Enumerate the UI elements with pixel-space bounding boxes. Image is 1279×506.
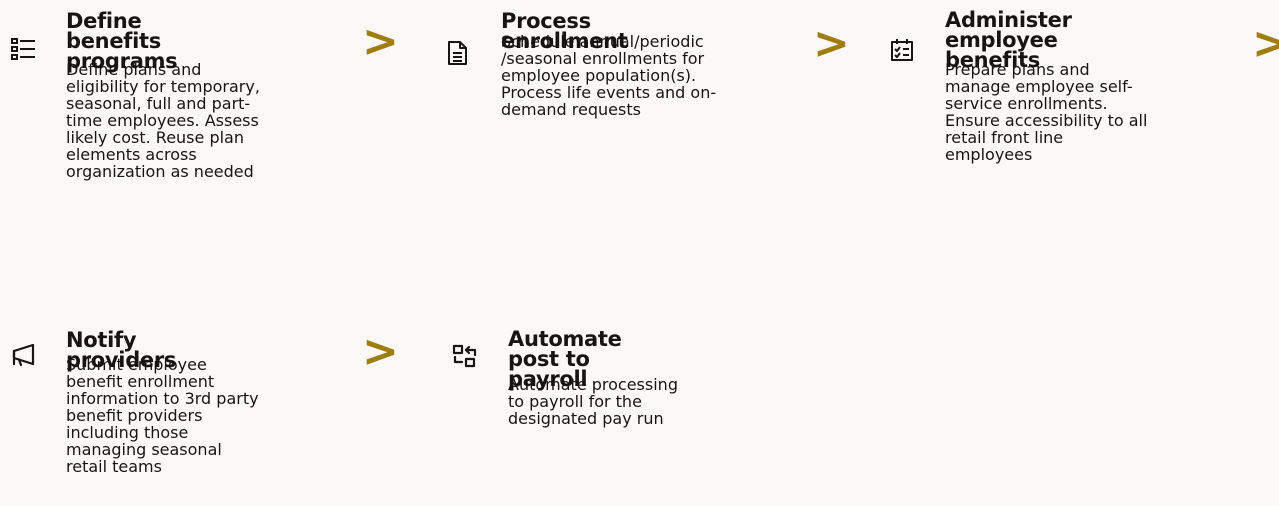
checklist-calendar-icon	[889, 37, 915, 63]
step-title: Administer employee benefits	[945, 8, 1072, 72]
step-description: Automate processing to payroll for the d…	[508, 375, 678, 428]
step-title: Process enrollment	[501, 9, 628, 53]
document-icon	[444, 40, 470, 66]
chevron-right-icon: >	[362, 16, 399, 67]
chevron-right-icon: >	[362, 326, 399, 377]
step-description: Prepare plans and manage employee self- …	[945, 60, 1148, 164]
transfer-icon	[452, 343, 478, 369]
step-title: Automate post to payroll	[508, 327, 622, 391]
chevron-right-icon: >	[1252, 18, 1279, 69]
step-description: Schedule annual/periodic /seasonal enrol…	[501, 32, 717, 119]
step-title: Notify providers	[66, 328, 177, 372]
step-title: Define benefits programs	[66, 9, 178, 73]
list-icon	[10, 36, 36, 62]
chevron-right-icon: >	[813, 18, 850, 69]
step-description: Submit employee benefit enrollment infor…	[66, 355, 259, 476]
step-description: Define plans and eligibility for tempora…	[66, 60, 260, 181]
megaphone-icon	[10, 342, 36, 368]
